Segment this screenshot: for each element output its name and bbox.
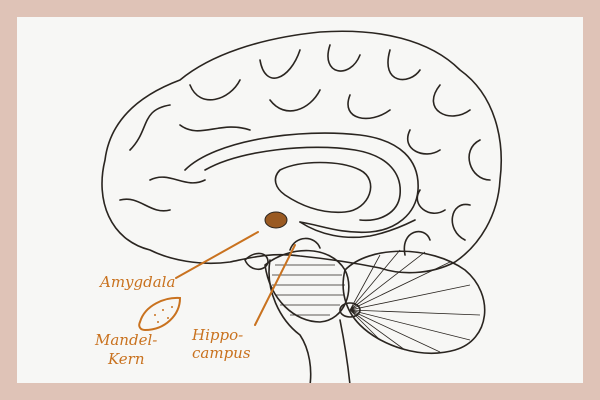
brain-sagittal-drawing: Amygdala Mandel- Kern Hippo- campus <box>94 30 503 383</box>
almond-sketch <box>138 296 182 332</box>
amygdala-highlight <box>264 211 288 229</box>
illustration-paper: Amygdala Mandel- Kern Hippo- campus <box>17 17 583 383</box>
label-amygdala: Amygdala <box>98 273 175 291</box>
hippocampus-pointer <box>254 244 296 326</box>
label-mandelkern-line1: Mandel- <box>94 331 157 349</box>
label-hippocampus-line1: Hippo- <box>191 326 243 344</box>
cerebrum-outline <box>101 30 503 274</box>
brainstem-cerebellum <box>244 237 486 383</box>
amygdala-pointer <box>175 231 259 279</box>
label-hippocampus-line2: campus <box>192 344 251 362</box>
label-mandelkern-line2: Kern <box>107 350 145 368</box>
